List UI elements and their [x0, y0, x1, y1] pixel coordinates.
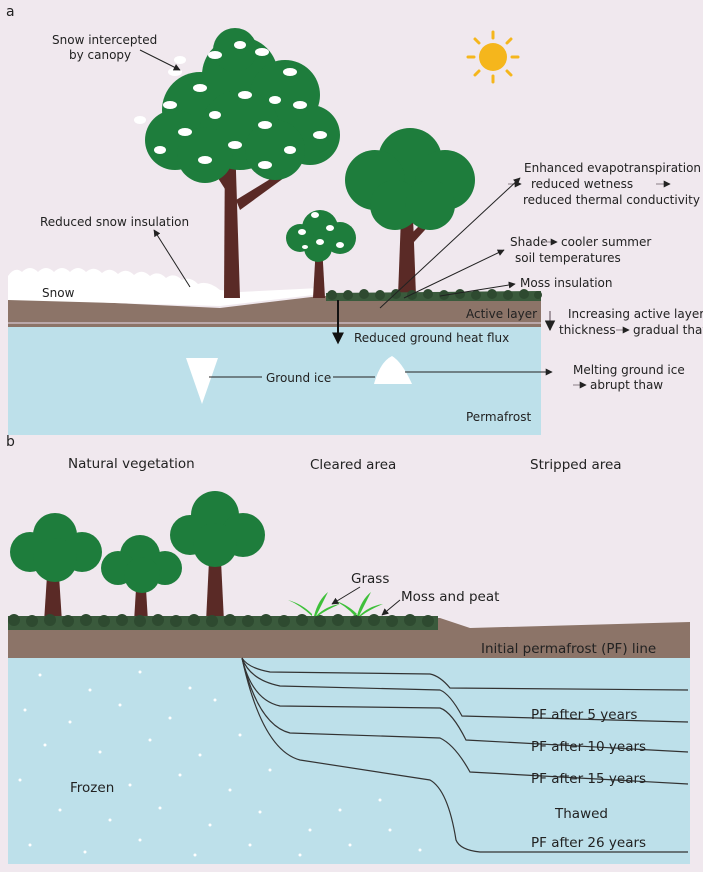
panel-a-letter: a	[6, 4, 15, 20]
header-natural: Natural vegetation	[68, 456, 195, 472]
label-increasing-1: Increasing active layer	[568, 307, 703, 321]
arrow-moss	[439, 281, 516, 297]
label-shade-2: cooler summer	[561, 235, 651, 249]
label-shade-3: soil temperatures	[515, 251, 621, 265]
snow-pack	[8, 268, 322, 306]
sun-icon	[466, 30, 520, 84]
label-melting-2: abrupt thaw	[590, 378, 663, 392]
label-snow-canopy-2: by canopy	[69, 48, 131, 62]
pf-line-5-years	[241, 657, 689, 723]
arrow-evapo	[379, 177, 521, 309]
label-thawed: Thawed	[554, 806, 608, 822]
label-initial-pf: Initial permafrost (PF) line	[481, 641, 656, 657]
frozen-dots	[18, 670, 422, 857]
header-cleared: Cleared area	[310, 457, 396, 473]
label-pf10: PF after 10 years	[531, 739, 646, 755]
tree-b-1	[10, 513, 102, 622]
grass-tufts	[288, 592, 383, 616]
label-evapo-3: reduced thermal conductivity	[523, 193, 700, 207]
moss-layer-b	[8, 616, 438, 630]
label-shade-1: Shade	[510, 235, 548, 249]
permafrost-block-b	[8, 658, 690, 864]
pf-line-10-years	[241, 657, 689, 753]
panel-b-letter: b	[6, 434, 15, 450]
arrow-reduced-snow	[153, 229, 191, 288]
arrow-shade-line	[403, 249, 505, 299]
arrow-snow-canopy	[139, 49, 181, 71]
label-permafrost: Permafrost	[466, 410, 531, 424]
large-tree	[134, 28, 340, 298]
small-tree	[286, 210, 356, 298]
active-layer-soil	[8, 296, 541, 327]
label-heat-flux: Reduced ground heat flux	[354, 331, 509, 345]
medium-tree	[345, 128, 475, 296]
label-melting-1: Melting ground ice	[573, 363, 685, 377]
label-evapo-2: reduced wetness	[531, 177, 633, 191]
moss-texture-b	[8, 614, 434, 627]
label-moss-insulation: Moss insulation	[520, 276, 612, 290]
pf-line-15-years	[241, 657, 689, 785]
label-frozen: Frozen	[70, 780, 114, 796]
arrow-grass	[331, 586, 361, 605]
label-evapo-1: Enhanced evapotranspiration	[524, 161, 701, 175]
label-snow-canopy-1: Snow intercepted	[52, 33, 157, 47]
label-increasing-2: thickness	[559, 323, 616, 337]
pf-line-initial-drop	[241, 657, 689, 691]
permafrost-block	[8, 327, 541, 435]
ground-ice-wedge	[186, 358, 218, 404]
ground-ice-lens	[374, 356, 412, 384]
pf-lines	[241, 657, 689, 853]
label-grass: Grass	[351, 571, 389, 587]
label-increasing-3: gradual thaw	[633, 323, 703, 337]
label-ground-ice: Ground ice	[266, 371, 331, 385]
tree-b-2	[101, 535, 182, 622]
snow-label: Snow	[42, 286, 75, 300]
label-reduced-snow: Reduced snow insulation	[40, 215, 189, 229]
label-active-layer: Active layer	[466, 307, 537, 321]
pf-line-26-years	[241, 657, 688, 853]
moss-texture	[327, 289, 542, 300]
label-moss-peat: Moss and peat	[401, 589, 499, 605]
label-pf15: PF after 15 years	[531, 771, 646, 787]
label-pf5: PF after 5 years	[531, 707, 637, 723]
header-stripped: Stripped area	[530, 457, 622, 473]
label-pf26: PF after 26 years	[531, 835, 646, 851]
arrow-moss-peat	[381, 599, 401, 616]
tree-b-3	[170, 491, 265, 622]
